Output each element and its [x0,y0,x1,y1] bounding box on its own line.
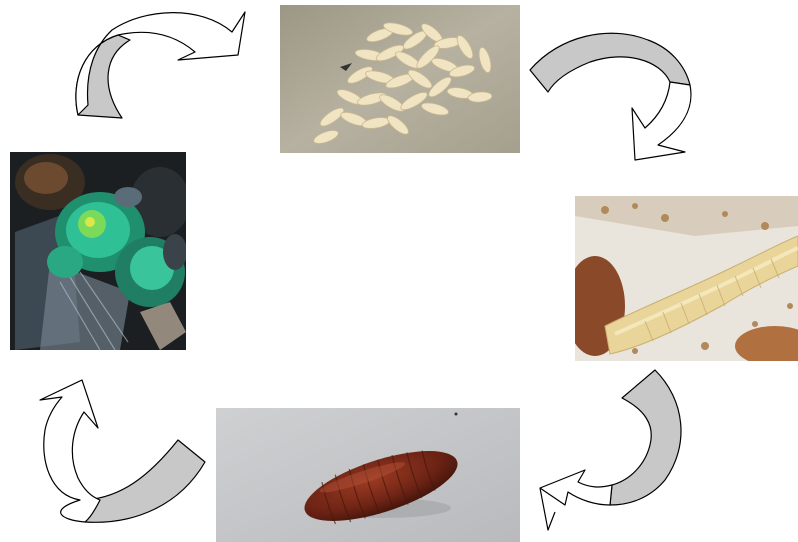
adult-fly-photo [10,152,186,350]
pupa-puparium-image [216,408,520,542]
arrow-adult-to-eggs [76,12,245,118]
pupa-photo [216,408,520,542]
arrow-eggs-to-larva [530,33,691,160]
eggs-cluster-image [280,5,520,153]
larva-maggot-image [575,196,798,361]
larva-photo [575,196,798,361]
arrow-pupa-to-adult [40,380,205,522]
arrow-larva-to-pupa [540,370,681,530]
eggs-photo [280,5,520,153]
adult-blowfly-image [10,152,186,350]
